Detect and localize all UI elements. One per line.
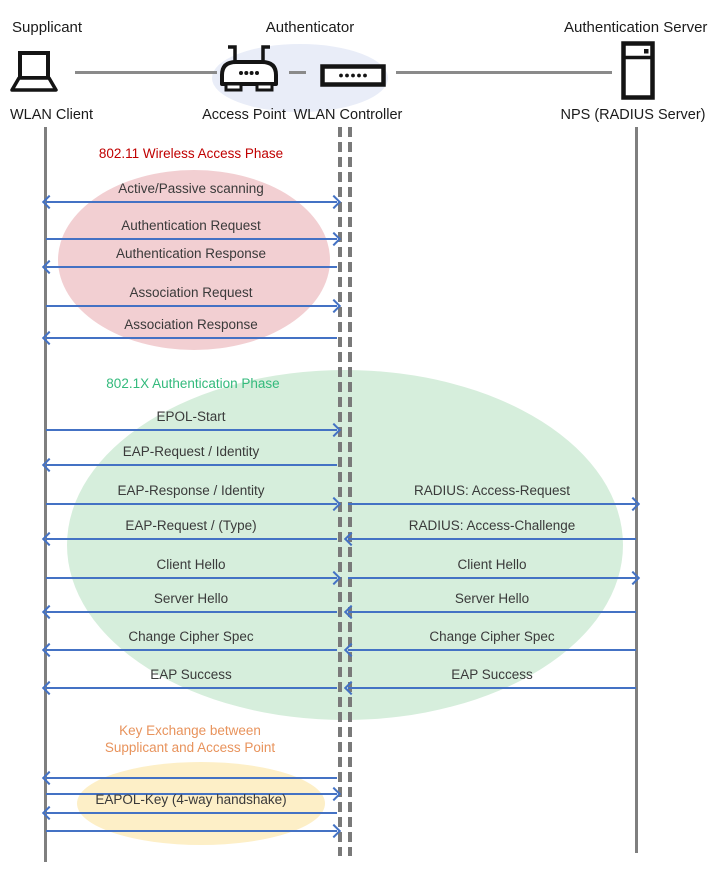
phase-title-80211: 802.11 Wireless Access Phase xyxy=(98,146,284,161)
message-label: Active/Passive scanning xyxy=(118,181,264,196)
message-label: EPOL-Start xyxy=(156,409,226,424)
message-arrow xyxy=(46,422,342,438)
message-arrow xyxy=(46,786,342,802)
message-arrow xyxy=(41,680,337,696)
message-arrow xyxy=(343,642,636,658)
server-icon xyxy=(621,41,655,105)
phase-title-key-exchange-line1: Key Exchange between xyxy=(119,723,261,738)
message-arrow xyxy=(41,531,337,547)
message-arrow xyxy=(46,496,342,512)
message-label: EAP-Request / Identity xyxy=(122,444,260,459)
message-label: RADIUS: Access-Request xyxy=(413,483,571,498)
message-arrow xyxy=(348,496,641,512)
message-label: Authentication Response xyxy=(115,246,267,261)
message-label: EAP-Response / Identity xyxy=(117,483,265,498)
access-point-icon xyxy=(218,43,280,98)
message-arrow xyxy=(41,330,337,346)
message-arrow xyxy=(41,259,337,275)
message-label: Client Hello xyxy=(156,557,226,572)
wlan-controller-icon xyxy=(320,64,386,92)
message-label: Association Request xyxy=(129,285,253,300)
message-arrow xyxy=(46,570,342,586)
message-arrow xyxy=(46,823,342,839)
laptop-icon xyxy=(10,50,58,99)
role-label-auth-server: Authentication Server xyxy=(564,19,708,36)
phase-title-8021x: 802.1X Authentication Phase xyxy=(106,376,280,391)
message-label: EAP Success xyxy=(150,667,232,682)
message-arrow xyxy=(41,770,337,786)
message-label: EAP Success xyxy=(451,667,533,682)
supplicant-lifeline xyxy=(44,127,47,862)
phase-title-key-exchange: Key Exchange between Supplicant and Acce… xyxy=(40,722,340,756)
connector-client-ap xyxy=(75,71,217,74)
message-label: Change Cipher Spec xyxy=(128,629,254,644)
message-arrow xyxy=(348,570,641,586)
message-arrow xyxy=(41,642,337,658)
message-label: Server Hello xyxy=(153,591,229,606)
message-arrow xyxy=(41,805,337,821)
server-lifeline xyxy=(635,127,638,853)
message-arrow xyxy=(46,231,342,247)
message-arrow xyxy=(41,194,342,210)
authenticator-lifeline-dashed-1 xyxy=(338,127,342,856)
message-label: Server Hello xyxy=(454,591,530,606)
message-arrow xyxy=(343,680,636,696)
message-arrow xyxy=(46,298,342,314)
role-label-supplicant: Supplicant xyxy=(12,19,83,36)
role-label-authenticator: Authenticator xyxy=(265,19,355,36)
phase-ellipse-80211 xyxy=(58,170,330,350)
connector-controller-nps xyxy=(396,71,612,74)
message-label: EAP-Request / (Type) xyxy=(125,518,257,533)
device-label-nps: NPS (RADIUS Server) xyxy=(560,107,706,123)
device-label-wlan-client: WLAN Client xyxy=(10,107,93,123)
message-arrow xyxy=(343,531,636,547)
message-arrow xyxy=(41,457,337,473)
phase-title-key-exchange-line2: Supplicant and Access Point xyxy=(104,740,276,755)
authenticator-lifeline-dashed-2 xyxy=(348,127,352,856)
phase-ellipse-8021x xyxy=(67,370,623,720)
message-label: Association Response xyxy=(124,317,258,332)
message-arrow xyxy=(343,604,636,620)
message-label: Authentication Request xyxy=(121,218,261,233)
message-label: Change Cipher Spec xyxy=(429,629,555,644)
device-label-wlan-controller: WLAN Controller xyxy=(293,107,403,123)
connector-ap-controller xyxy=(289,71,306,74)
device-label-access-point: Access Point xyxy=(202,107,286,123)
message-label: Client Hello xyxy=(457,557,527,572)
message-label: RADIUS: Access-Challenge xyxy=(408,518,576,533)
message-label: EAPOL-Key (4-way handshake) xyxy=(95,792,287,807)
message-arrow xyxy=(41,604,337,620)
